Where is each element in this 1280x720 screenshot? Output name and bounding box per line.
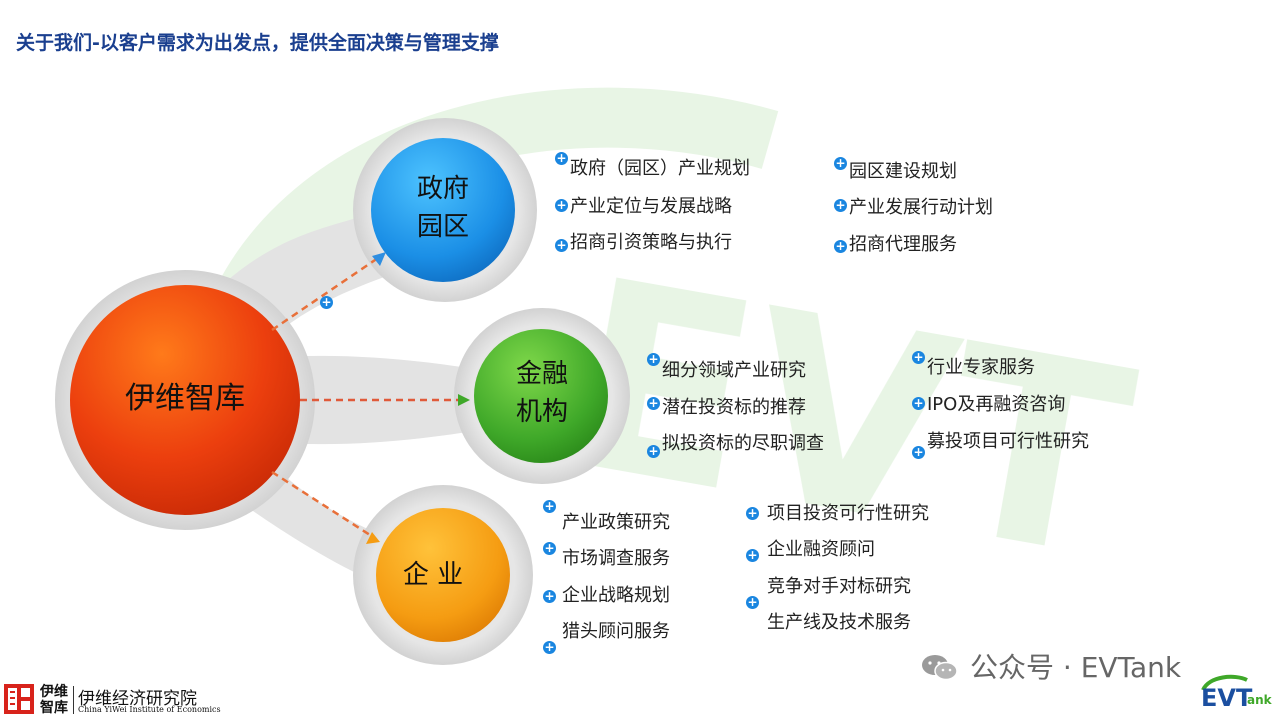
plus-icon: + (555, 238, 568, 252)
plus-icon: + (647, 352, 660, 366)
government-label: 政府 园区 (383, 170, 503, 246)
government-label-line2: 园区 (416, 212, 469, 242)
gov-service-2: 产业定位与发展战略 (570, 196, 732, 217)
ent-service-2: 市场调查服务 (562, 548, 670, 569)
plus-icon: + (543, 541, 556, 555)
plus-icon: + (555, 198, 568, 212)
enterprise-circle (376, 508, 510, 642)
plus-icon: + (834, 239, 847, 253)
government-circle (371, 138, 515, 282)
wechat-icon (922, 655, 958, 681)
ent-service-7: 竞争对手对标研究 (767, 576, 911, 597)
evtank-logo: EVT ank (1195, 672, 1275, 716)
brand-short-line1: 伊维 (40, 684, 68, 700)
fin-service-5: IPO及再融资咨询 (927, 394, 1066, 415)
plus-icon: + (834, 156, 847, 170)
footer-divider (73, 686, 74, 714)
brand-name-en: China YiWei Institute of Economics (78, 705, 221, 714)
ent-service-5: 项目投资可行性研究 (767, 503, 929, 524)
brand-short-line2: 智库 (40, 700, 68, 716)
page-title: 关于我们-以客户需求为出发点，提供全面决策与管理支撑 (16, 32, 499, 54)
plus-icon: + (543, 499, 556, 513)
plus-icon: + (834, 198, 847, 212)
finance-label-line1: 金融 (515, 359, 568, 389)
gov-service-6: 招商代理服务 (849, 234, 957, 255)
gov-service-3: 招商引资策略与执行 (570, 232, 732, 253)
plus-icon: + (746, 595, 759, 609)
brand-short: 伊维 智库 (40, 684, 68, 716)
plus-icon: + (555, 151, 568, 165)
plus-icon: + (543, 589, 556, 603)
fin-service-1: 细分领域产业研究 (662, 360, 806, 381)
fin-service-2: 潜在投资标的推荐 (662, 397, 806, 418)
gov-service-5: 产业发展行动计划 (849, 197, 993, 218)
plus-icon: + (746, 548, 759, 562)
plus-icon: + (746, 506, 759, 520)
plus-icon: + (647, 444, 660, 458)
ent-service-4: 猎头顾问服务 (562, 621, 670, 642)
fin-service-6: 募投项目可行性研究 (927, 431, 1089, 452)
fin-service-4: 行业专家服务 (927, 357, 1035, 378)
finance-label: 金融 机构 (482, 355, 602, 431)
plus-icon: + (543, 640, 556, 654)
gov-service-4: 园区建设规划 (849, 161, 957, 182)
finance-circle (474, 329, 608, 463)
plus-icon: + (912, 396, 925, 410)
seal-logo-icon (4, 684, 34, 714)
evtank-logo-graphic: EVT ank (1201, 674, 1273, 712)
evtank-logo-text: EVT (1201, 684, 1253, 712)
center-label: 伊维智库 (125, 381, 245, 416)
ent-service-3: 企业战略规划 (562, 585, 670, 606)
finance-label-line2: 机构 (515, 397, 568, 427)
plus-icon: + (647, 396, 660, 410)
plus-icon: + (320, 295, 333, 309)
enterprise-label: 企 业 (402, 560, 464, 590)
fin-service-3: 拟投资标的尽职调查 (662, 433, 824, 454)
plus-icon: + (912, 445, 925, 459)
ent-service-8: 生产线及技术服务 (767, 612, 911, 633)
government-label-line1: 政府 (416, 174, 469, 204)
ent-service-1: 产业政策研究 (562, 512, 670, 533)
brand-name: 伊维经济研究院 (78, 689, 197, 709)
ent-service-6: 企业融资顾问 (767, 539, 875, 560)
evtank-logo-sub: ank (1247, 693, 1273, 707)
center-circle (70, 285, 300, 515)
gov-service-1: 政府（园区）产业规划 (570, 158, 750, 179)
wechat-watermark: 公众号 · EVTank (970, 651, 1182, 684)
plus-icon: + (912, 350, 925, 364)
